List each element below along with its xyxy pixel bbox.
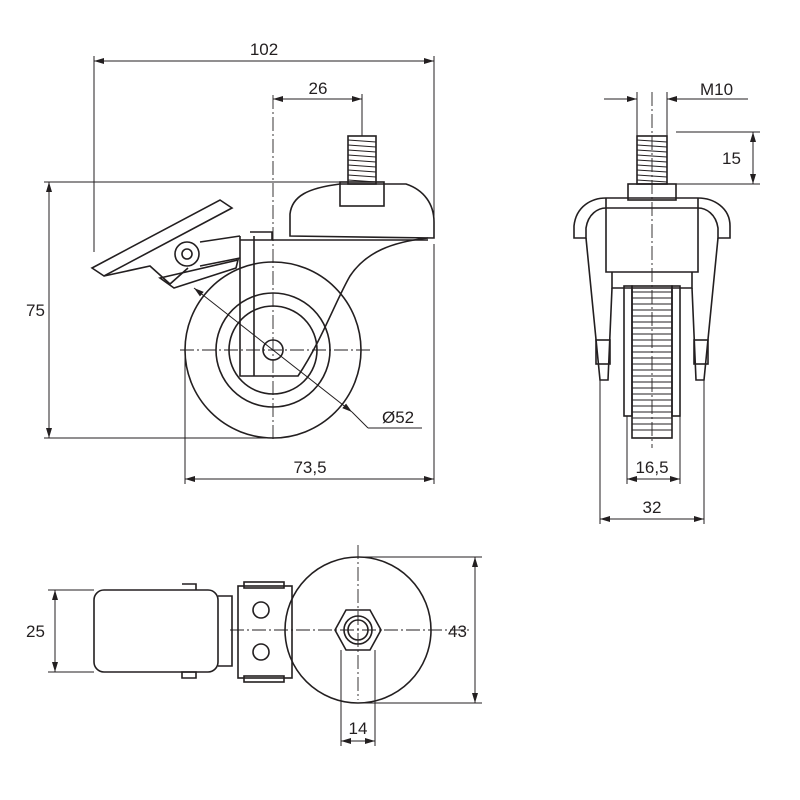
dim-text-total-width: 32 xyxy=(643,498,662,517)
fork-bracket xyxy=(239,231,429,377)
hex-nut-top xyxy=(334,609,382,651)
brake-hinge xyxy=(218,595,233,667)
dim-text-wheel-diameter: Ø52 xyxy=(382,408,414,427)
dim-text-plate-diameter: 43 xyxy=(448,622,467,641)
rivet-hole-bottom xyxy=(252,643,270,661)
top-view: 25 43 14 xyxy=(26,545,482,746)
front-view: M10 15 16,5 32 xyxy=(573,80,760,524)
dim-text-thread: M10 xyxy=(700,80,733,99)
bracket-top xyxy=(237,581,293,683)
dim-text-thread-length: 15 xyxy=(722,149,741,168)
brake-pedal-top xyxy=(93,589,219,673)
front-thread xyxy=(627,135,677,201)
front-fork xyxy=(585,198,719,381)
top-plate xyxy=(289,183,435,239)
dim-text-wheel-width: 16,5 xyxy=(635,458,668,477)
dim-line-diameter xyxy=(193,287,353,413)
brake-lever xyxy=(90,199,241,289)
dim-text-brake-width: 25 xyxy=(26,622,45,641)
rivet-hole-top xyxy=(252,601,270,619)
threaded-stem xyxy=(339,135,385,207)
dim-text-total-length: 102 xyxy=(250,40,278,59)
dim-text-offset: 26 xyxy=(309,79,328,98)
side-view: 102 26 75 Ø52 73,5 xyxy=(26,40,435,484)
front-wheel xyxy=(623,285,681,439)
dim-text-hex-width: 14 xyxy=(349,719,368,738)
dim-text-height: 75 xyxy=(26,301,45,320)
dim-text-base-length: 73,5 xyxy=(293,458,326,477)
